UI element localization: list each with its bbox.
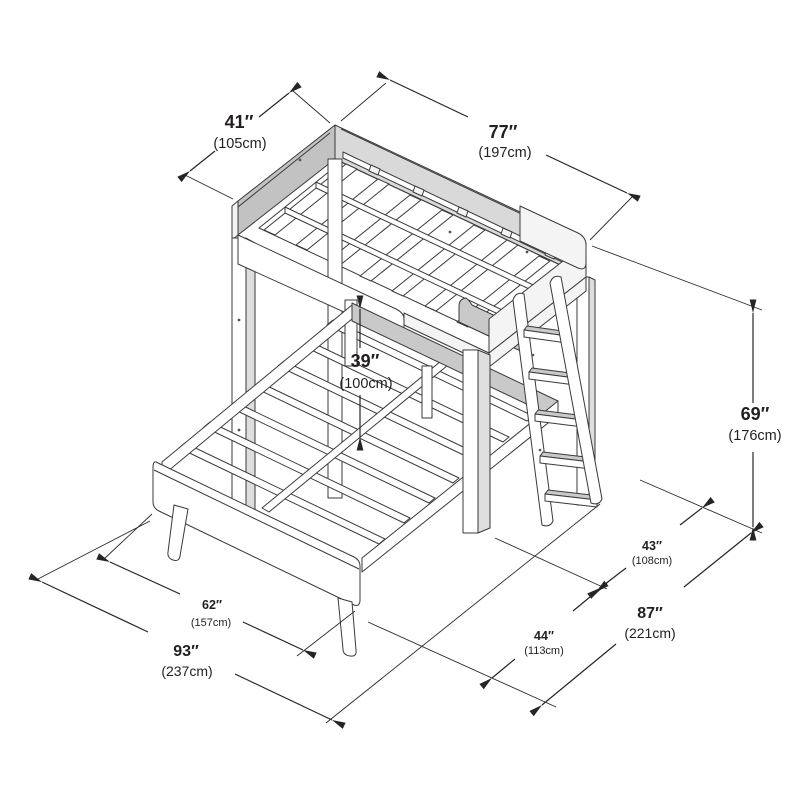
screw-dots: [237, 158, 529, 432]
dim-43-cm: (108cm): [632, 555, 672, 567]
dim-62-inches: 62″: [202, 598, 222, 612]
extension-lines: [35, 82, 763, 724]
dimension-upper-bed-length: 77″ (197cm): [376, 71, 641, 202]
dim-44-cm: (113cm): [524, 645, 564, 657]
dimension-overall-height: 69″ (176cm): [728, 299, 782, 541]
dim-39-inches: 39″: [351, 351, 380, 371]
dim-62-cm: (157cm): [191, 617, 231, 629]
lower-bed-head-post-2: [421, 365, 433, 419]
dim-87-inches: 87″: [637, 605, 663, 622]
dimension-annotations: 41″ (105cm) 77″ (197cm) 39″ (100cm) 69″ …: [28, 71, 782, 729]
loft-right-front-leg: [462, 349, 491, 534]
ladder-left-rail: [512, 292, 554, 527]
dimension-overall-depth: 87″ (221cm): [529, 521, 764, 717]
loft-right-cap: [519, 205, 587, 270]
loft-left-front-leg: [231, 237, 256, 528]
dim-44-inches: 44″: [534, 629, 554, 643]
dimension-under-loft-clearance: 39″ (100cm): [339, 295, 393, 451]
lower-bed-footboard: [152, 461, 361, 606]
dim-41-cm: (105cm): [213, 136, 266, 152]
dimension-overall-width: 93″ (237cm): [28, 573, 346, 729]
dim-93-cm: (237cm): [161, 663, 212, 679]
loft-bed: [231, 124, 596, 528]
footboard-left-leg: [167, 504, 189, 561]
lower-bed: [152, 299, 559, 657]
dim-39-cm: (100cm): [339, 376, 392, 392]
dim-77-cm: (197cm): [478, 145, 531, 161]
dim-77-inches: 77″: [489, 122, 518, 142]
ladder: [512, 275, 603, 527]
dim-69-inches: 69″: [741, 404, 770, 424]
footboard-right-leg: [337, 597, 357, 657]
dim-43-inches: 43″: [642, 539, 662, 553]
lower-bed-right-rail: [361, 400, 559, 573]
dim-41-inches: 41″: [225, 112, 254, 132]
dim-69-cm: (176cm): [728, 428, 781, 444]
dimension-upper-bed-depth: 41″ (105cm): [177, 81, 302, 183]
dimension-front-depth: 44″ (113cm): [479, 580, 609, 690]
loft-left-panel-edge: [231, 200, 239, 241]
dim-87-cm: (221cm): [624, 625, 675, 641]
dimension-rear-depth: 43″ (108cm): [587, 497, 715, 599]
dim-93-inches: 93″: [173, 643, 199, 660]
ladder-right-rail: [549, 275, 603, 505]
ladder-dots: [531, 353, 542, 452]
dimension-lower-bed-width: 62″ (157cm): [96, 553, 317, 659]
